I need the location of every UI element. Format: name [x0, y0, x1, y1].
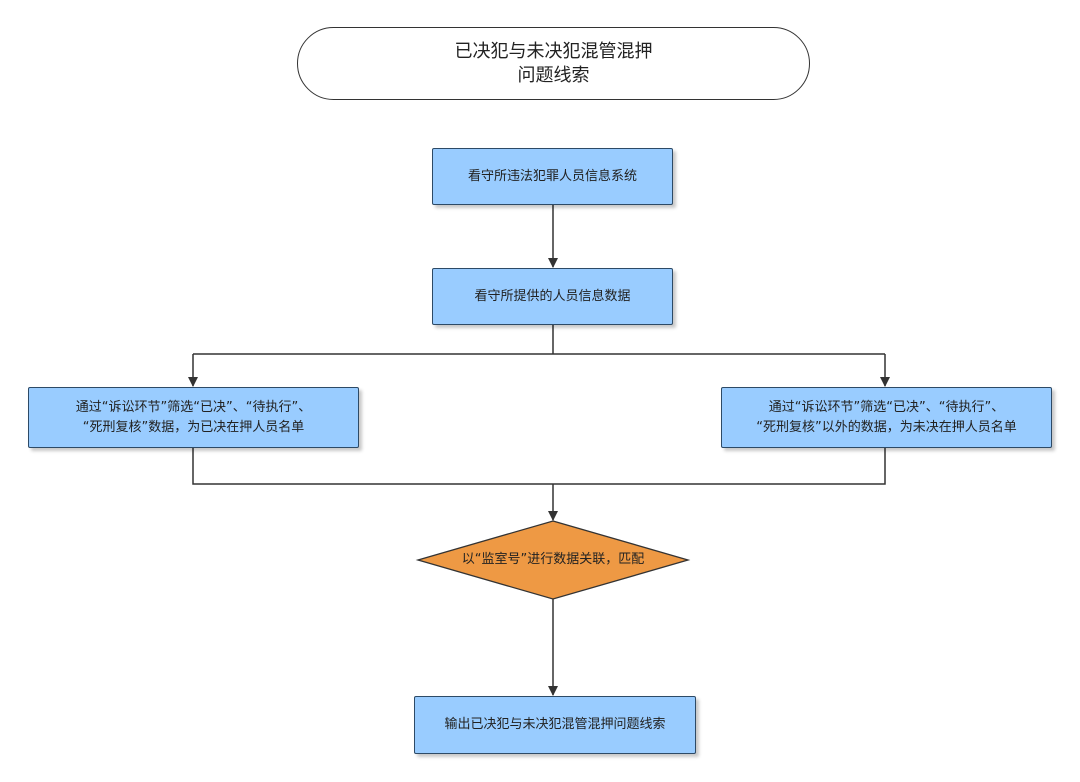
decision-diamond: [415, 520, 691, 600]
start-title-line2: 问题线索: [517, 64, 590, 86]
connector-data-branch-line: [193, 325, 885, 355]
process-unconvicted-list-line1: 通过“诉讼环节”筛选“已决”、“待执行”、: [768, 399, 1005, 415]
process-detention-system-label: 看守所违法犯罪人员信息系统: [467, 168, 637, 184]
process-unconvicted-list-line2: “死刑复核”以外的数据，为未决在押人员名单: [756, 419, 1017, 435]
process-convicted-list-line2: “死刑复核”数据，为已决在押人员名单: [82, 419, 305, 435]
process-output-clues-label: 输出已决犯与未决犯混管混押问题线索: [444, 717, 666, 732]
process-provided-data-label: 看守所提供的人员信息数据: [474, 288, 631, 304]
process-unconvicted-list: 通过“诉讼环节”筛选“已决”、“待执行”、 “死刑复核”以外的数据，为未决在押人…: [721, 387, 1052, 448]
process-provided-data: 看守所提供的人员信息数据: [432, 268, 673, 325]
process-convicted-list: 通过“诉讼环节”筛选“已决”、“待执行”、 “死刑复核”数据，为已决在押人员名单: [28, 387, 359, 448]
start-title-line1: 已决犯与未决犯混管混押: [454, 40, 653, 62]
process-detention-system: 看守所违法犯罪人员信息系统: [432, 148, 673, 205]
decision-label: 以“监室号”进行数据关联，匹配: [461, 552, 645, 567]
connector-merge-line: [192, 448, 886, 485]
process-convicted-list-line1: 通过“诉讼环节”筛选“已决”、“待执行”、: [75, 399, 312, 415]
process-output-clues: 输出已决犯与未决犯混管混押问题线索: [414, 696, 696, 754]
start-terminator: 已决犯与未决犯混管混押 问题线索: [297, 27, 810, 100]
